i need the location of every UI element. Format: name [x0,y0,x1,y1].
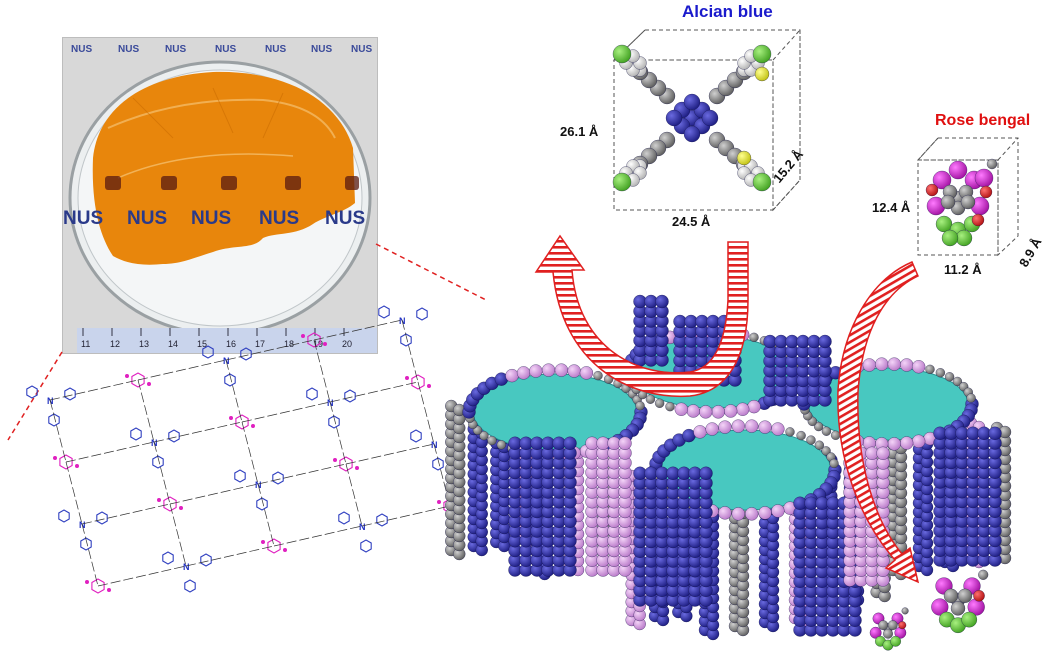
ruler-number: 20 [342,339,352,349]
svg-text:N: N [183,562,190,572]
orange-film [92,71,355,265]
alcian-blue-name: Alcian blue [682,2,773,21]
rose-bengal-height: 12.4 Å [872,200,911,215]
alcian-blue-height: 26.1 Å [560,124,599,139]
rejection-arrow [534,234,749,398]
ruler-number: 15 [197,339,207,349]
svg-text:NUS: NUS [265,44,286,55]
ruler [77,328,377,353]
permeated-rose-bengal [869,569,989,651]
zoom-line-right [375,243,487,301]
svg-text:N: N [359,522,366,532]
alcian-blue-model [612,29,801,212]
svg-text:NUS: NUS [325,208,365,229]
ruler-number: 16 [226,339,236,349]
petri-dish-illustration: NUS NUS NUS NUS NUS NUS NUS [63,38,377,353]
svg-text:NUS: NUS [311,44,332,55]
rose-bengal-model [916,137,1019,257]
ruler-number: 14 [168,339,178,349]
ruler-number: 12 [110,339,120,349]
alcian-blue-width: 24.5 Å [672,214,711,229]
alcian-blue-title: Alcian blue [682,2,773,22]
svg-text:NUS: NUS [191,208,231,229]
svg-text:NUS: NUS [259,208,299,229]
ruler-number: 18 [284,339,294,349]
svg-text:NUS: NUS [351,44,372,55]
ruler-number: 17 [255,339,265,349]
watermark-text: NUS [71,44,92,55]
ruler-number: 19 [313,339,323,349]
rose-bengal-name: Rose bengal [935,112,1031,129]
svg-text:NUS: NUS [215,44,236,55]
permeation-arrow [837,261,920,584]
ruler-number: 13 [139,339,149,349]
svg-text:NUS: NUS [63,208,103,229]
svg-text:NUS: NUS [127,208,167,229]
rose-bengal-title: Rose bengal [935,112,1030,130]
svg-text:NUS: NUS [165,44,186,55]
rose-bengal-width: 11.2 Å [944,262,982,277]
ruler-number: 11 [81,339,90,349]
svg-text:NUS: NUS [118,44,139,55]
film-photo: NUS NUS NUS NUS NUS NUS NUS [62,37,378,354]
